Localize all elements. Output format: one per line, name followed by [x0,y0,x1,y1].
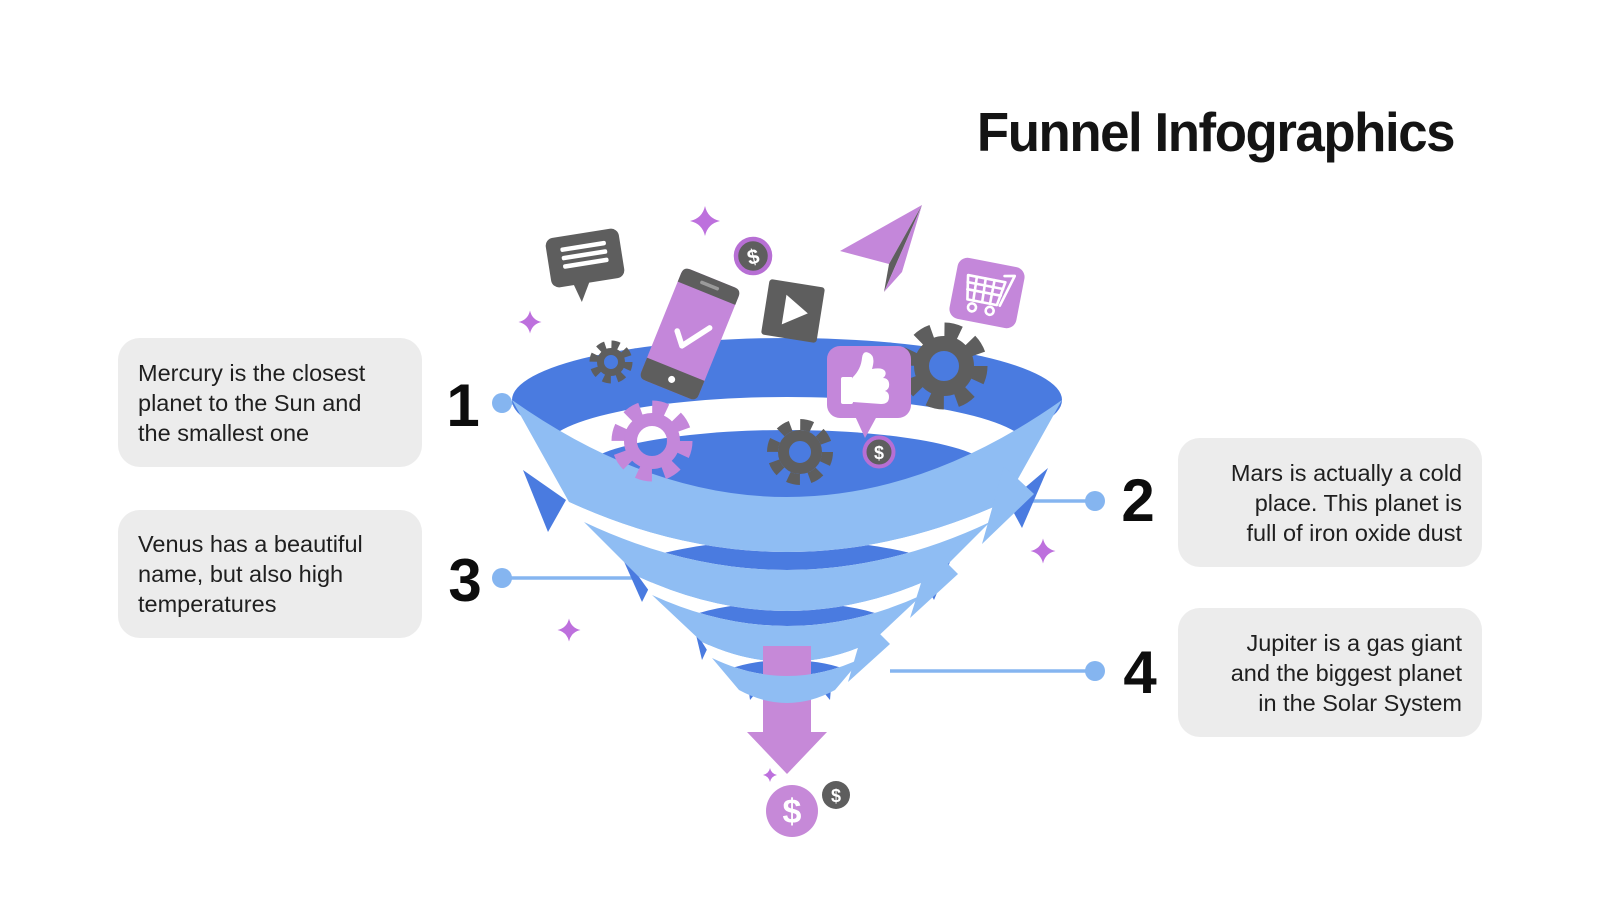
svg-text:$: $ [831,786,841,806]
callout-2-text: Mars is actually a cold place. This plan… [1230,459,1462,546]
dollar-coin-small-icon: $ [862,435,896,469]
callout-1: Mercury is the closest planet to the Sun… [118,338,422,467]
gear-icon [589,322,988,485]
gear-purple-icon [611,400,693,482]
step-number-3: 3 [448,547,482,614]
chat-message-icon [545,228,625,303]
callout-3: Venus has a beautiful name, but also hig… [118,510,422,638]
money-coin-small-icon: $ [822,781,850,809]
funnel-band-2 [584,522,990,611]
step-number-4: 4 [1123,639,1157,706]
callout-4-text: Jupiter is a gas giant and the biggest p… [1230,629,1462,716]
sparkle-icon [518,206,1056,782]
svg-text:$: $ [874,443,884,463]
callout-4: Jupiter is a gas giant and the biggest p… [1178,608,1482,737]
callout-2: Mars is actually a cold place. This plan… [1178,438,1482,567]
funnel-band-4 [712,658,862,703]
callout-3-text: Venus has a beautiful name, but also hig… [138,531,363,617]
down-arrow-head-icon [747,732,827,774]
page-title: Funnel Infographics [976,101,1456,163]
shopping-cart-icon [949,257,1025,329]
funnel-ribbon-tails [848,466,1034,682]
funnel-band-3 [652,595,922,662]
money-coin-icon: $ [766,785,818,837]
svg-text:$: $ [783,793,802,831]
smartphone-check-icon [640,268,740,400]
step-number-1: 1 [446,372,480,439]
funnel-bowl [512,400,1062,552]
paper-plane-icon [840,205,922,292]
play-video-icon [761,279,825,343]
step-number-2: 2 [1121,467,1155,534]
thumbs-up-icon [827,346,911,438]
connector-4 [890,661,1105,681]
dollar-coin-icon: $ [733,236,773,276]
callout-1-text: Mercury is the closest planet to the Sun… [138,359,366,446]
connector-3 [492,568,644,588]
